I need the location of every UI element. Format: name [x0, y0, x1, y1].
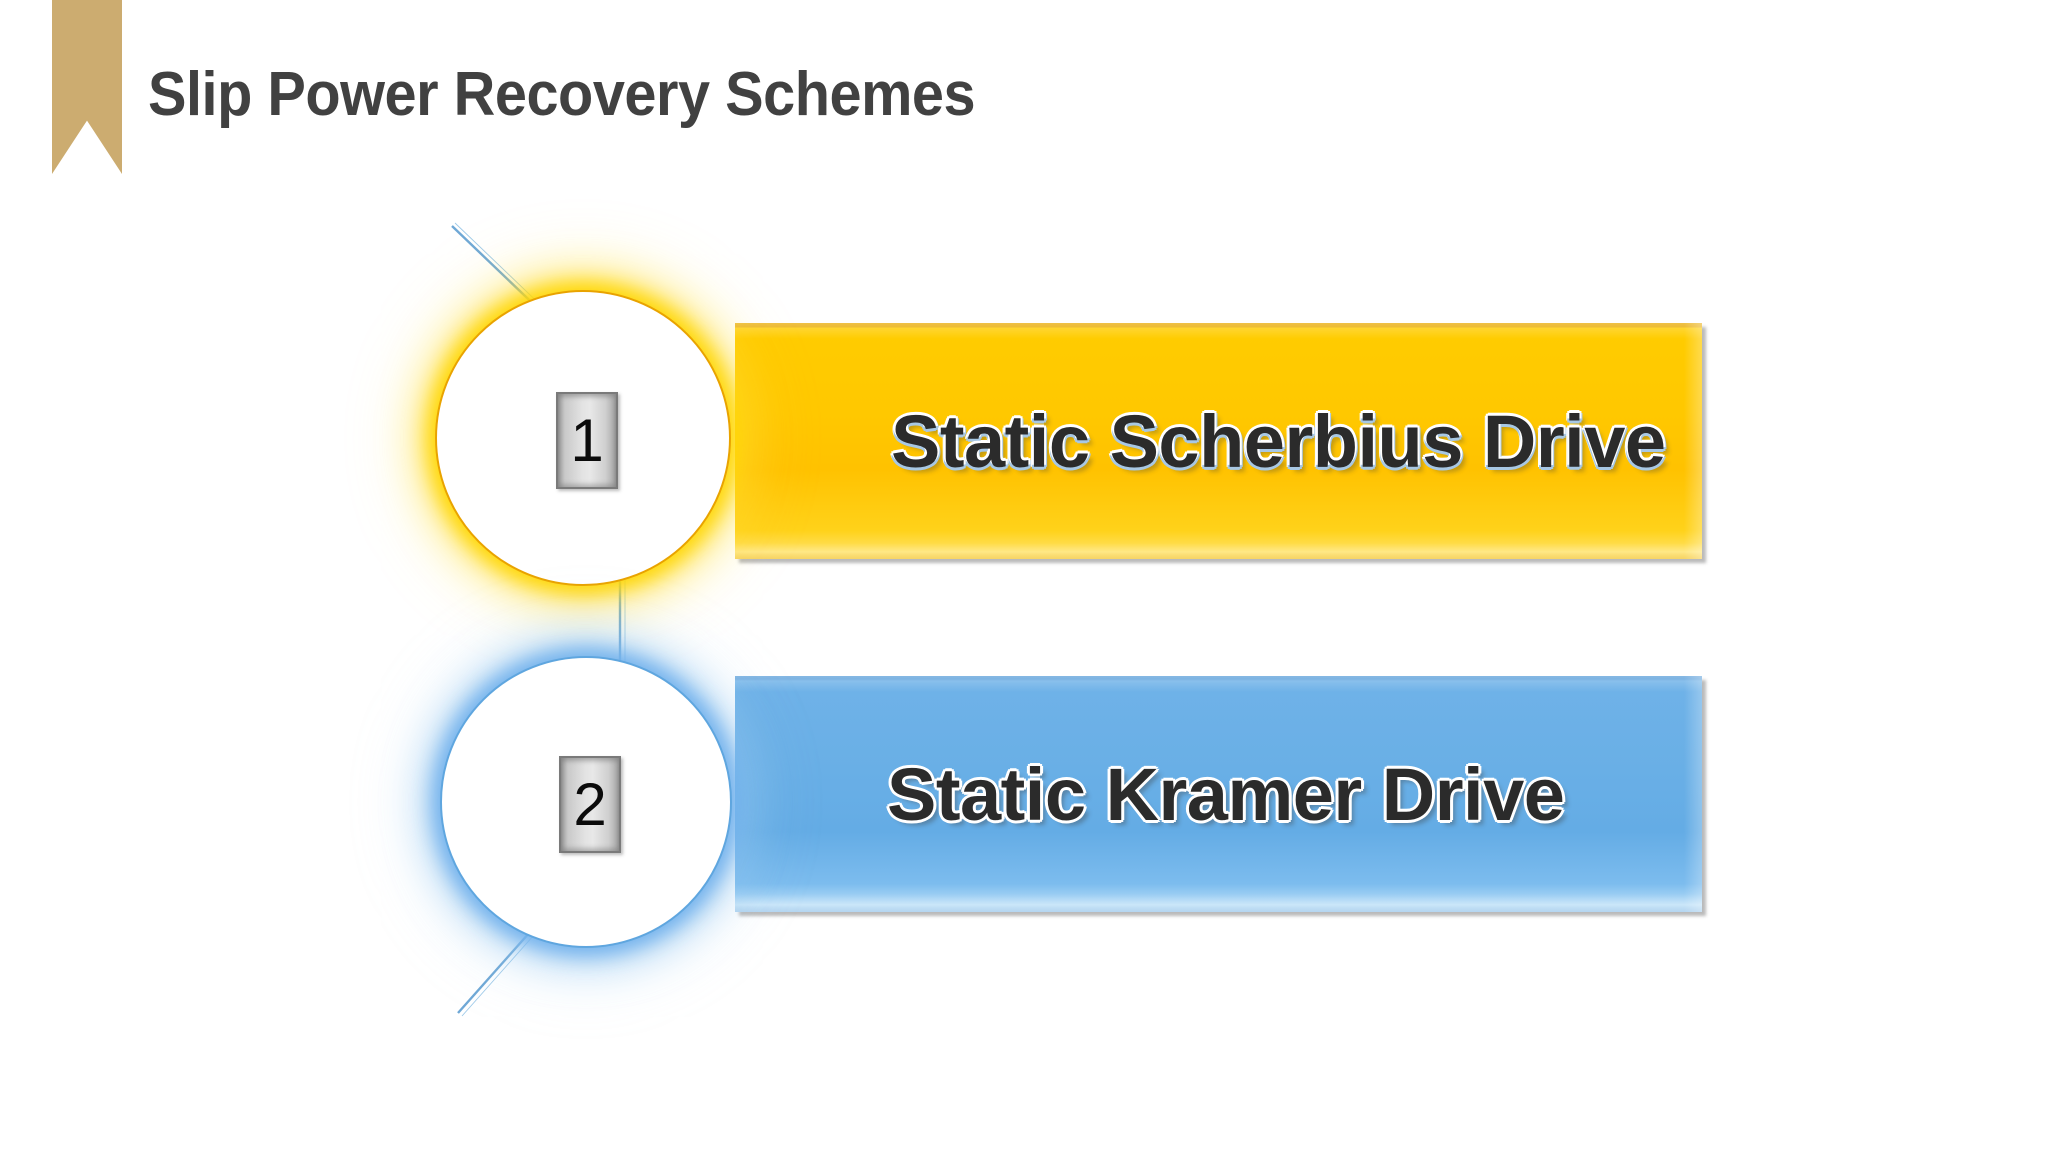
list-item-bar-1[interactable]: Static Scherbius Drive [735, 323, 1702, 559]
list-item-bar-2[interactable]: Static Kramer Drive [735, 676, 1702, 912]
ribbon-bookmark-icon [52, 0, 122, 174]
list-item-number-1: 1 [556, 392, 618, 489]
list-item-label-1: Static Scherbius Drive [891, 399, 1666, 483]
list-item-number-2: 2 [559, 756, 621, 853]
bar-bevel-1 [735, 323, 1702, 559]
list-item-node-1[interactable]: 1 [435, 290, 731, 586]
bar-bevel-2 [735, 676, 1702, 912]
list-item-node-2[interactable]: 2 [440, 656, 732, 948]
bar-plate-1 [735, 323, 1702, 559]
list-item-label-2: Static Kramer Drive [887, 752, 1565, 836]
bar-plate-2 [735, 676, 1702, 912]
page-title: Slip Power Recovery Schemes [148, 60, 976, 129]
